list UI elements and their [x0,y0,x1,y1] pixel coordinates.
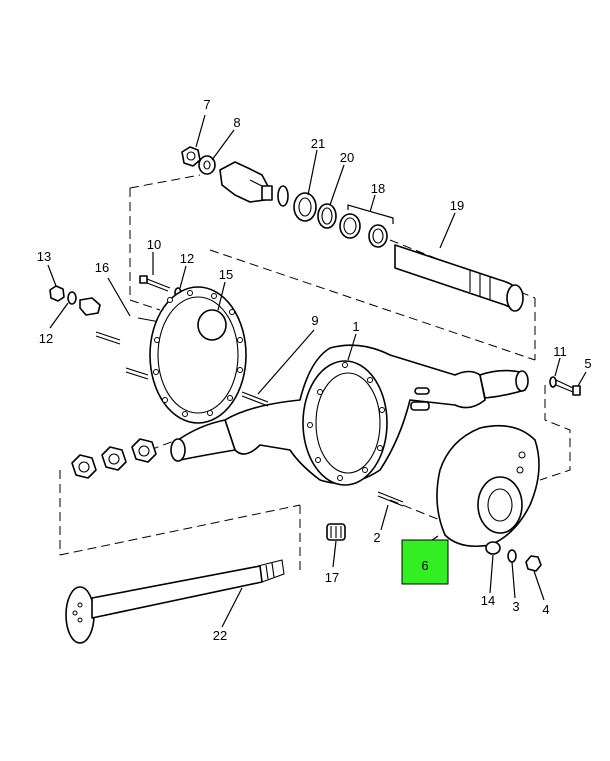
callout-17[interactable]: 17 [325,570,339,585]
snap-ring[interactable] [317,203,337,229]
callout-12-top[interactable]: 12 [180,251,194,266]
washer-14[interactable] [485,541,501,555]
axle-shaft-22[interactable] [65,559,285,644]
callout-11[interactable]: 11 [553,344,567,359]
callout-2[interactable]: 2 [373,530,380,545]
carrier-cover-15[interactable] [149,286,247,424]
washer[interactable] [198,155,216,175]
washer-3[interactable] [507,549,517,563]
callout-7[interactable]: 7 [203,97,210,112]
stud-2[interactable] [377,491,404,507]
callout-1[interactable]: 1 [352,319,359,334]
axle-nuts-left[interactable] [71,438,157,479]
yoke[interactable] [219,161,273,203]
cover-6[interactable] [436,424,540,548]
callout-20[interactable]: 20 [340,150,354,165]
callout-4[interactable]: 4 [542,602,549,617]
callout-labels: 7 8 21 20 18 19 10 12 13 16 15 12 9 1 11… [37,97,592,643]
callout-9[interactable]: 9 [311,313,318,328]
dowel-16[interactable] [79,297,101,316]
pinion-nut[interactable] [181,146,201,167]
callout-3[interactable]: 3 [512,599,519,614]
washer-11[interactable] [549,376,557,388]
bolt-5[interactable] [555,379,581,396]
axle-housing-1[interactable] [170,344,529,486]
leader-lines [47,114,587,628]
nut-13[interactable] [49,285,65,302]
highlight-box[interactable] [401,539,449,585]
callout-14[interactable]: 14 [481,593,495,608]
washer-12-left[interactable] [67,291,77,305]
callout-10[interactable]: 10 [147,237,161,252]
callout-6[interactable]: 6 [421,558,428,573]
bolt-10[interactable] [139,275,171,292]
bearing-cup[interactable] [293,192,317,222]
oil-seal[interactable] [277,185,289,207]
callout-13[interactable]: 13 [37,249,51,264]
pinion-shaft[interactable] [394,244,524,312]
stud-9[interactable] [241,391,269,407]
drain-plug-17[interactable] [326,523,346,541]
bearing-spacer[interactable] [339,213,388,248]
callout-21[interactable]: 21 [311,136,325,151]
callout-8[interactable]: 8 [233,115,240,130]
callout-18[interactable]: 18 [371,181,385,196]
nut-4[interactable] [525,555,542,572]
callout-15[interactable]: 15 [219,267,233,282]
callout-12-left[interactable]: 12 [39,331,53,346]
callout-5[interactable]: 5 [584,356,591,371]
callout-19[interactable]: 19 [450,198,464,213]
callout-16[interactable]: 16 [95,260,109,275]
callout-22[interactable]: 22 [213,628,227,643]
